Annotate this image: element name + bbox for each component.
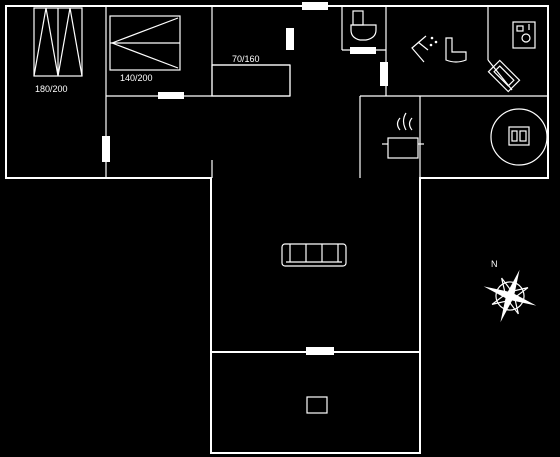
toilet-icon	[350, 10, 377, 41]
door-bathroom	[380, 62, 388, 86]
compass-rose-icon	[483, 269, 537, 323]
bed-medium-label: 140/200	[120, 73, 153, 83]
bed-large-label: 180/200	[35, 84, 68, 94]
compass-north-label: N	[491, 259, 498, 269]
door-bedroom-medium	[286, 28, 294, 50]
bunk-bed-icon	[109, 15, 181, 71]
door-bedroom-large	[102, 136, 110, 162]
door-hall	[158, 92, 184, 99]
doors	[102, 2, 388, 355]
door-terrace	[306, 347, 334, 355]
sauna-icon	[490, 108, 548, 166]
sofa-icon	[281, 243, 347, 267]
shower-icon	[411, 35, 467, 63]
outer-walls	[5, 5, 549, 454]
interior-walls	[105, 6, 548, 352]
bed-small-label: 70/160	[232, 54, 260, 64]
door-toilet	[350, 47, 376, 54]
wood-stove-icon	[306, 396, 328, 414]
kitchen-pot-icon	[382, 112, 424, 159]
washing-machine-icon	[512, 21, 536, 49]
double-bed-icon	[33, 7, 83, 77]
door-top	[302, 2, 328, 10]
single-bed-icon	[211, 64, 291, 97]
bathtub-icon	[487, 59, 521, 93]
